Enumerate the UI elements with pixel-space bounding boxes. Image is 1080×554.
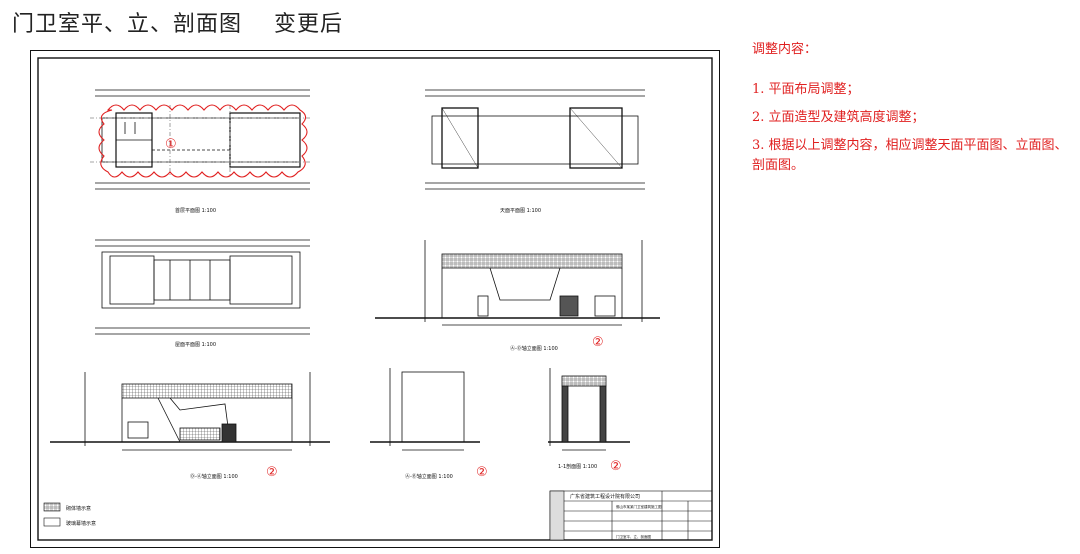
note-item-2: 2. 立面造型及建筑高度调整； [752,110,925,125]
section-1-1 [548,368,630,451]
legend-label-1: 砌体墙示意 [66,505,91,512]
ground-floor-plan [90,89,310,190]
legend-hatch-swatch [43,502,61,512]
legend-label-2: 玻璃幕墙示意 [66,520,96,527]
sheet-inner-border [37,57,713,541]
page-title: 门卫室平、立、剖面图 变更后 [12,12,343,37]
sheet-outer-border [30,50,720,548]
elevation-d-a [50,372,330,451]
drawing-sheet: ① 首层平面图 1:100 天面平面图 1:100 屋面平面图 1:100 [30,50,720,548]
revision-cloud-1 [98,104,308,178]
side-elevation-title: Ⓐ-Ⓑ轴立面图 1:100 [405,473,453,480]
roof-level-plan-title: 屋面平面图 1:100 [175,342,216,348]
legend-blank-swatch [43,517,61,527]
elevation-d-a-title: Ⓓ-Ⓐ轴立面图 1:100 [190,473,238,480]
elevation-a-d [375,240,660,326]
title-block [549,490,713,541]
revision-marker-2: ② [592,335,604,350]
note-item-1: 1. 平面布局调整； [752,82,860,97]
adjustment-notes: 调整内容： 1. 平面布局调整； 2. 立面造型及建筑高度调整； 3. 根据以上… [752,40,1072,184]
ground-plan-title: 首层平面图 1:100 [175,207,216,214]
roof-plan [425,89,645,190]
roof-level-plan [95,239,310,335]
revision-marker-1: ① [165,137,177,152]
revision-marker-3: ② [266,465,278,480]
title-block-project: 佛山市某某门卫室建筑施工图 [616,504,662,509]
revision-marker-4: ② [476,465,488,480]
notes-heading: 调整内容： [752,42,818,57]
elevation-a-d-title: Ⓐ-Ⓓ轴立面图 1:100 [510,345,558,352]
section-title: 1-1剖面图 1:100 [558,463,597,470]
side-elevation [370,368,480,451]
revision-marker-5: ② [610,459,622,474]
roof-plan-title: 天面平面图 1:100 [500,208,541,214]
note-item-3: 3. 根据以上调整内容，相应调整天面平面图、立面图、剖面图。 [752,138,1068,173]
title-block-sheet: 门卫室平、立、剖面图 [616,534,651,539]
title-block-company: 广东省建筑工程设计院有限公司 [570,493,640,500]
